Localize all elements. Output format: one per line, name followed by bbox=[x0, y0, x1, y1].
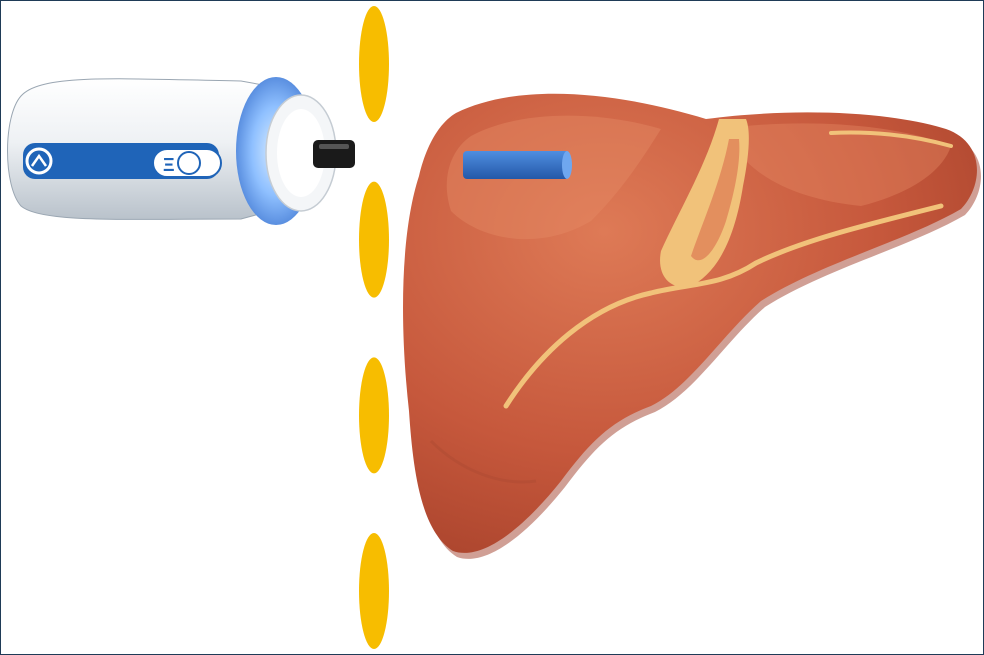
shear-wave-pulse bbox=[359, 357, 389, 473]
shear-wave-pulse bbox=[359, 533, 389, 649]
status-indicator-icon: Ξ bbox=[153, 149, 221, 177]
shear-wave-pulse bbox=[359, 182, 389, 298]
elastography-probe-icon: Ξ bbox=[8, 77, 356, 225]
brand-logo-icon bbox=[27, 149, 51, 173]
shear-wave-pulse bbox=[359, 6, 389, 122]
measurement-region-icon bbox=[463, 151, 572, 179]
svg-text:Ξ: Ξ bbox=[163, 155, 175, 175]
shear-wave-pulse-icon bbox=[359, 6, 389, 649]
